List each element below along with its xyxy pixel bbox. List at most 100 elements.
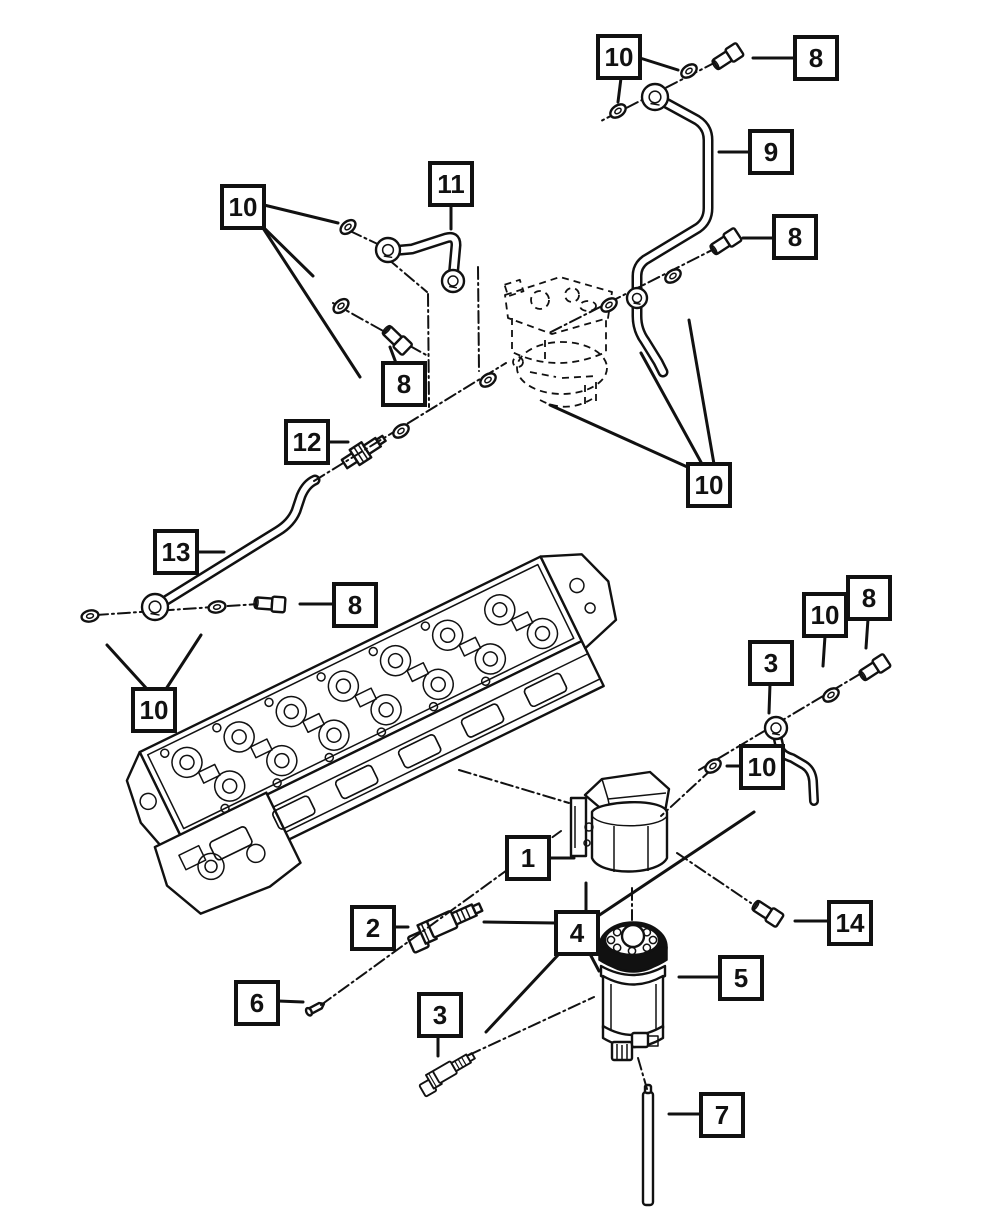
callout-box-frame	[284, 419, 330, 465]
assembly-axis-line	[660, 768, 713, 817]
assembly-axis-line	[676, 852, 752, 904]
callout-box-frame	[596, 34, 642, 80]
callout-number: 8	[862, 583, 876, 613]
leader-line	[596, 810, 756, 918]
callout-1-box[interactable]: 1	[505, 835, 551, 881]
banjo-fitting-icon	[440, 268, 466, 294]
callout-3-box[interactable]: 3	[417, 992, 463, 1038]
valve-train-detail	[159, 594, 568, 861]
banjo-bolt-icon	[751, 899, 785, 928]
leader-line	[105, 643, 149, 691]
callout-leader-lines	[105, 56, 870, 1116]
callout-number: 8	[348, 590, 362, 620]
callout-box-frame	[802, 592, 848, 638]
sealing-washer-icon	[207, 600, 227, 614]
callout-14-box[interactable]: 14	[827, 900, 873, 946]
callout-10-box[interactable]: 10	[131, 687, 177, 733]
callout-6-box[interactable]: 6	[234, 980, 280, 1026]
callout-12-box[interactable]: 12	[284, 419, 330, 465]
callout-10-box[interactable]: 10	[220, 184, 266, 230]
leader-line	[258, 222, 315, 278]
assembly-axis-line	[332, 302, 429, 357]
water-drain-tube-7	[641, 1083, 655, 1207]
callout-2-box[interactable]: 2	[350, 905, 396, 951]
assembly-axis-line	[637, 1057, 648, 1090]
callout-number: 6	[250, 988, 264, 1018]
callout-number: 10	[748, 752, 777, 782]
banjo-bolt-icon	[858, 653, 892, 682]
fuel-filter-head	[569, 770, 671, 873]
callout-box-frame	[428, 161, 474, 207]
quick-connect-fitting-12	[340, 434, 387, 470]
leader-line	[388, 345, 398, 365]
callout-number: 10	[140, 695, 169, 725]
callout-number: 10	[695, 470, 724, 500]
sealing-washer-icon	[664, 268, 682, 284]
callout-box-frame	[234, 980, 280, 1026]
callout-number: 1	[521, 843, 535, 873]
callout-box-frame	[417, 992, 463, 1038]
callout-10-box[interactable]: 10	[739, 744, 785, 790]
callout-box-frame	[686, 462, 732, 508]
callout-3-box[interactable]: 3	[748, 640, 794, 686]
callout-number: 8	[809, 43, 823, 73]
leader-line	[821, 634, 827, 668]
banjo-fitting-icon	[140, 592, 170, 622]
banjo-fitting-icon	[763, 715, 789, 741]
callout-number: 10	[605, 42, 634, 72]
assembly-axis-line	[313, 362, 507, 482]
assembly-axis-line	[387, 258, 428, 293]
callout-5-box[interactable]: 5	[718, 955, 764, 1001]
leader-line	[687, 318, 716, 466]
ghost-filter-housing	[503, 276, 613, 408]
callout-8-box[interactable]: 8	[381, 361, 427, 407]
callout-9-box[interactable]: 9	[748, 129, 794, 175]
callout-8-box[interactable]: 8	[772, 214, 818, 260]
callout-number: 13	[162, 537, 191, 567]
water-in-fuel-sensor-2	[403, 897, 488, 955]
callout-13-box[interactable]: 13	[153, 529, 199, 575]
callout-8-box[interactable]: 8	[332, 582, 378, 628]
callout-number: 4	[570, 918, 585, 948]
callout-number: 8	[397, 369, 411, 399]
callout-11-box[interactable]: 11	[428, 161, 474, 207]
leader-line	[548, 403, 696, 472]
sealing-washer-icon	[680, 63, 698, 79]
sealing-washer-icon	[479, 372, 497, 388]
callout-box-frame	[699, 1092, 745, 1138]
banjo-bolts	[253, 42, 892, 928]
engine-cylinder-head	[125, 553, 618, 915]
fuel-supply-tube-11	[384, 231, 462, 284]
callout-4-box[interactable]: 4	[554, 910, 600, 956]
leader-line	[164, 633, 203, 691]
callout-number: 9	[764, 137, 778, 167]
leader-line	[261, 226, 362, 379]
fuel-drain-tube-13	[151, 474, 321, 612]
callout-8-box[interactable]: 8	[793, 35, 839, 81]
leader-line	[639, 351, 704, 466]
sealing-washer-icon	[822, 687, 840, 703]
callout-8-box[interactable]: 8	[846, 575, 892, 621]
assembly-axis-line	[95, 603, 259, 616]
callout-7-box[interactable]: 7	[699, 1092, 745, 1138]
callout-box-frame	[748, 129, 794, 175]
banjo-fitting-icon	[625, 286, 649, 310]
leader-line	[767, 682, 772, 715]
fuel-filter-cartridge	[598, 921, 668, 1062]
callout-number: 12	[293, 427, 322, 457]
callout-10-box[interactable]: 10	[686, 462, 732, 508]
callout-box-frame	[748, 640, 794, 686]
fuel-return-tube-9	[631, 91, 714, 378]
banjo-fittings	[140, 82, 789, 741]
callout-box-frame	[131, 687, 177, 733]
fuel-heater-sensor-3	[415, 1048, 481, 1098]
callout-10-box[interactable]: 10	[802, 592, 848, 638]
callout-box-frame	[153, 529, 199, 575]
leader-line	[276, 999, 305, 1004]
sealing-washer-icon	[600, 297, 618, 313]
leader-line	[482, 920, 558, 925]
assembly-axis-line	[477, 266, 480, 372]
callout-10-box[interactable]: 10	[596, 34, 642, 80]
